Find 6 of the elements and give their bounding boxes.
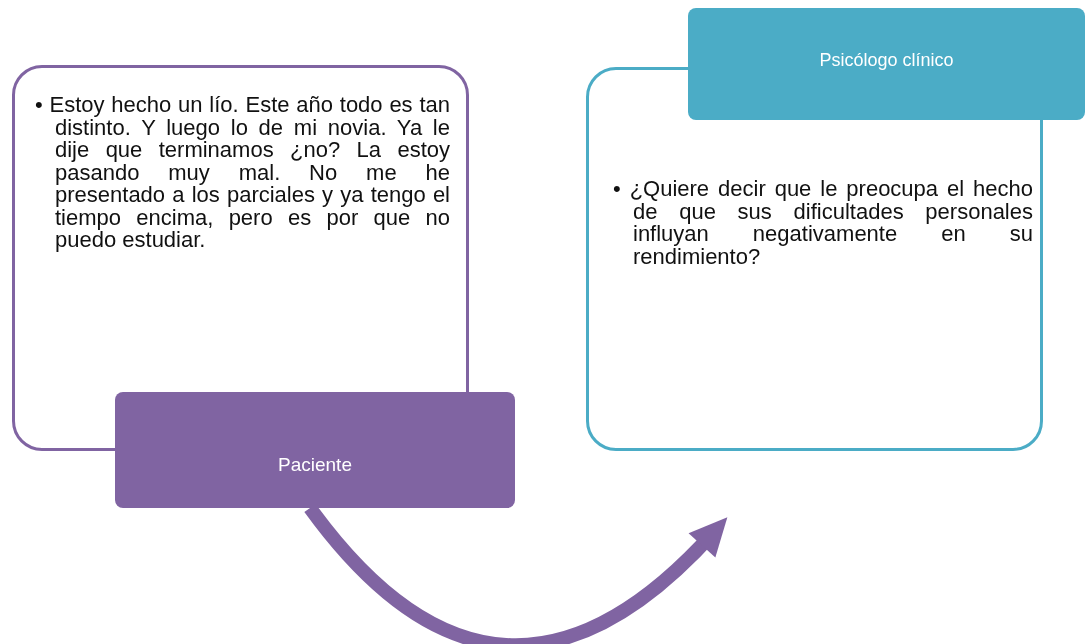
- tab-title: Paciente: [278, 454, 352, 476]
- label-tab: [115, 392, 515, 508]
- bullet-text: • Estoy hecho un lío. Este año todo es tan distinto. Y luego lo de mi novia. Ya le dije que terminamos ¿no? La estoy pasando muy mal. No me he presentado a los parciales y ya tengo el tiempo encima, pero es por que no puedo estudiar.: [35, 94, 450, 252]
- tab-title: Psicólogo clínico: [819, 50, 954, 71]
- bullet-text: • ¿Quiere decir que le preocupa el hecho de que sus dificultades personales influyan negativamente en su rendimiento?: [613, 178, 1033, 268]
- label-tab: [688, 8, 1085, 120]
